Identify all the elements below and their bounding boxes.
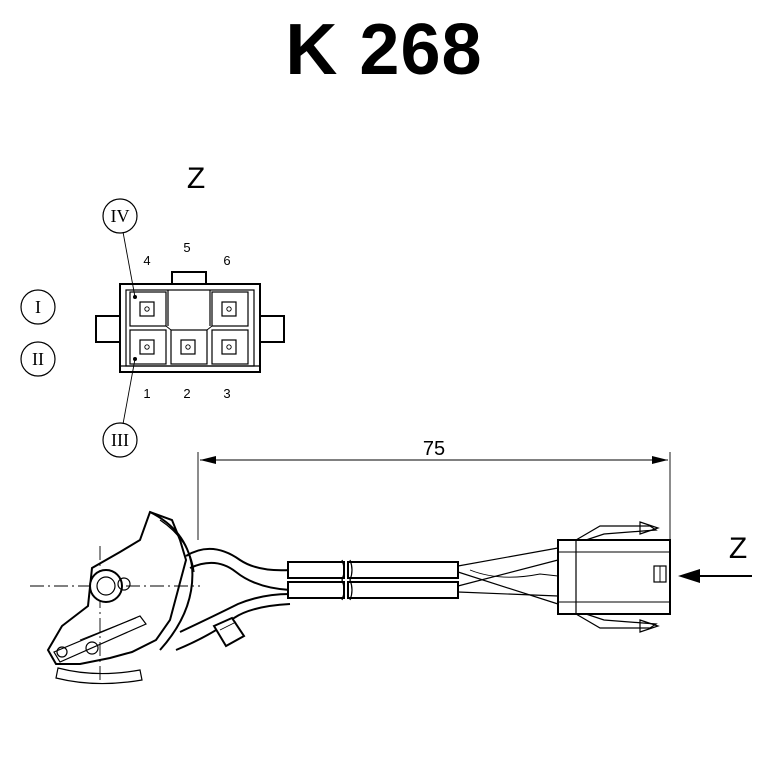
dimension-value: 75 bbox=[423, 438, 445, 460]
switch-assembly bbox=[30, 510, 291, 685]
pin-label-4: 4 bbox=[143, 253, 150, 268]
pin-label-5: 5 bbox=[183, 240, 190, 255]
position-label-i: I bbox=[35, 297, 41, 317]
connector-face bbox=[95, 231, 285, 425]
view-z-label: Z bbox=[187, 162, 205, 195]
position-label-iv: IV bbox=[111, 206, 130, 226]
drawing-title: K 268 bbox=[285, 10, 483, 90]
pin-label-2: 2 bbox=[183, 386, 190, 401]
position-label-ii: II bbox=[32, 349, 44, 369]
position-marker-iii bbox=[102, 422, 138, 458]
cable-sleeves bbox=[287, 547, 559, 605]
view-arrow bbox=[678, 569, 752, 583]
pin-label-6: 6 bbox=[223, 253, 230, 268]
dimension-75 bbox=[197, 452, 671, 560]
position-marker-i bbox=[20, 289, 56, 325]
position-label-iii: III bbox=[111, 430, 129, 450]
position-marker-ii bbox=[20, 341, 56, 377]
pin-label-3: 3 bbox=[223, 386, 230, 401]
pin-label-1: 1 bbox=[143, 386, 150, 401]
side-connector bbox=[557, 521, 671, 633]
position-marker-iv bbox=[102, 198, 138, 234]
view-arrow-label: Z bbox=[729, 532, 747, 565]
